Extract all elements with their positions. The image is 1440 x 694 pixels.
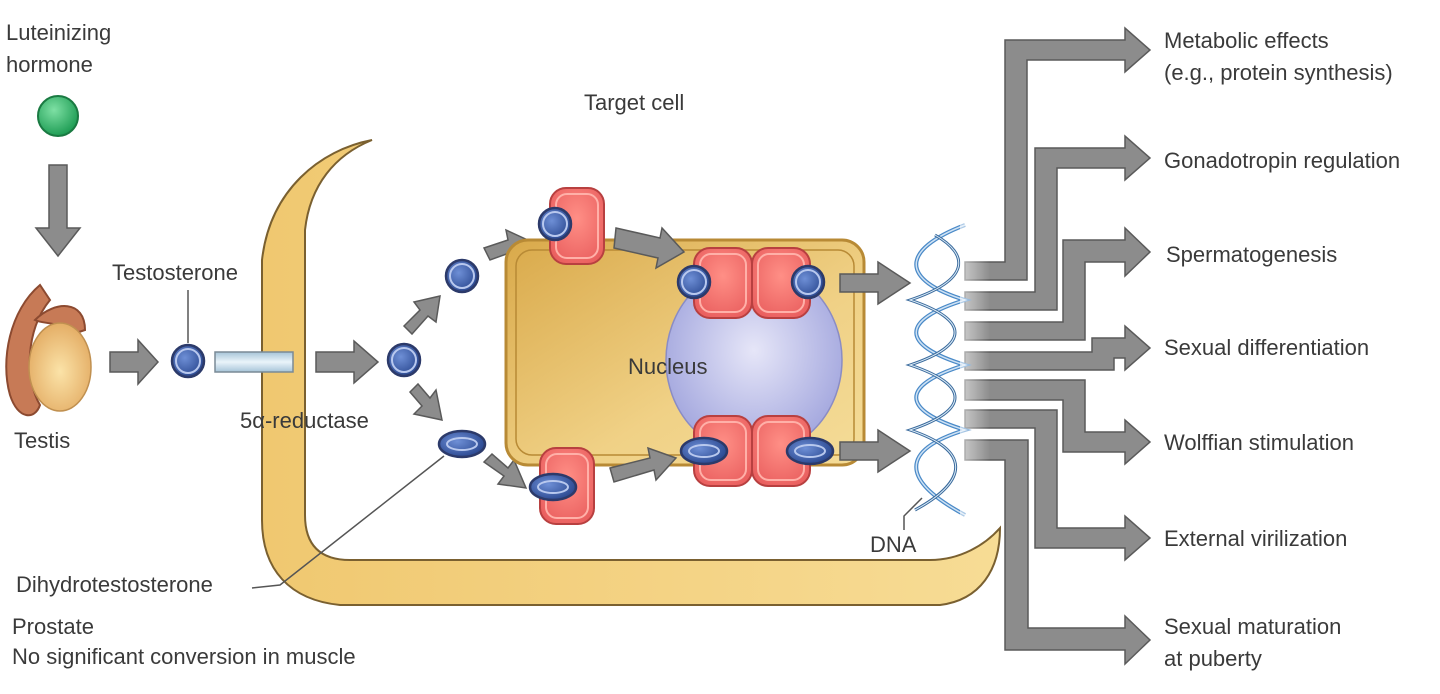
effect-arrow-wolffian bbox=[964, 379, 1152, 466]
testosterone-molecule-icon bbox=[676, 264, 712, 300]
dht-molecule-icon bbox=[528, 472, 578, 502]
arrow-right-icon bbox=[839, 428, 912, 474]
prostate-label: Prostate bbox=[12, 614, 94, 639]
arrow-right-icon bbox=[839, 260, 912, 306]
arrow-down-icon bbox=[34, 164, 82, 258]
effect-label: Metabolic effects bbox=[1164, 28, 1329, 53]
membrane-channel bbox=[214, 351, 294, 373]
effect-arrow-maturation bbox=[964, 439, 1152, 666]
dna-label: DNA bbox=[870, 532, 917, 557]
effect-arrow-spermatogenesis bbox=[964, 226, 1152, 341]
arrow-down-right-icon bbox=[482, 452, 528, 489]
lh-molecule-icon bbox=[37, 95, 79, 137]
effect-arrow-differentiation bbox=[964, 324, 1152, 372]
receptor-icon bbox=[549, 187, 605, 265]
target-cell-membrane bbox=[261, 139, 1002, 606]
effect-label: Sexual maturation bbox=[1164, 614, 1341, 639]
testosterone-label: Testosterone bbox=[112, 260, 238, 285]
effect-arrow-gonadotropin bbox=[964, 134, 1152, 311]
dht-label: Dihydrotestosterone bbox=[16, 572, 213, 597]
nucleus-label: Nucleus bbox=[628, 354, 707, 379]
muscle-note-label: No significant conversion in muscle bbox=[12, 644, 356, 669]
effect-label: at puberty bbox=[1164, 646, 1262, 671]
lh-label-line2: hormone bbox=[6, 52, 93, 77]
arrow-right-icon bbox=[109, 338, 160, 386]
arrow-right-icon bbox=[609, 446, 678, 483]
dna-helix-icon bbox=[905, 215, 990, 525]
testosterone-molecule-icon bbox=[386, 342, 422, 378]
target-cell-label: Target cell bbox=[584, 90, 684, 115]
effect-label: Spermatogenesis bbox=[1166, 242, 1337, 267]
testosterone-molecule-icon bbox=[537, 206, 573, 242]
testosterone-molecule-icon bbox=[444, 258, 480, 294]
effect-label: (e.g., protein synthesis) bbox=[1164, 60, 1393, 85]
effect-label: Sexual differentiation bbox=[1164, 335, 1369, 360]
reductase-label: 5α-reductase bbox=[240, 408, 369, 433]
lh-label-line1: Luteinizing bbox=[6, 20, 111, 45]
effect-label: Wolffian stimulation bbox=[1164, 430, 1354, 455]
arrow-down-right-icon bbox=[408, 382, 443, 421]
dht-leader-line bbox=[251, 455, 445, 589]
arrow-right-icon bbox=[613, 226, 686, 270]
testosterone-molecule-icon bbox=[170, 343, 206, 379]
arrow-up-right-icon bbox=[402, 295, 441, 336]
arrow-right-icon bbox=[315, 339, 380, 385]
effect-label: Gonadotropin regulation bbox=[1164, 148, 1400, 173]
testis-icon bbox=[5, 283, 92, 417]
dht-molecule-icon bbox=[437, 429, 487, 459]
dht-molecule-icon bbox=[679, 436, 729, 466]
dna-leader-line bbox=[903, 497, 923, 530]
effect-label: External virilization bbox=[1164, 526, 1347, 551]
effect-arrow-metabolic bbox=[964, 26, 1152, 281]
dht-molecule-icon bbox=[785, 436, 835, 466]
testis-label: Testis bbox=[14, 428, 70, 453]
testosterone-molecule-icon bbox=[790, 264, 826, 300]
